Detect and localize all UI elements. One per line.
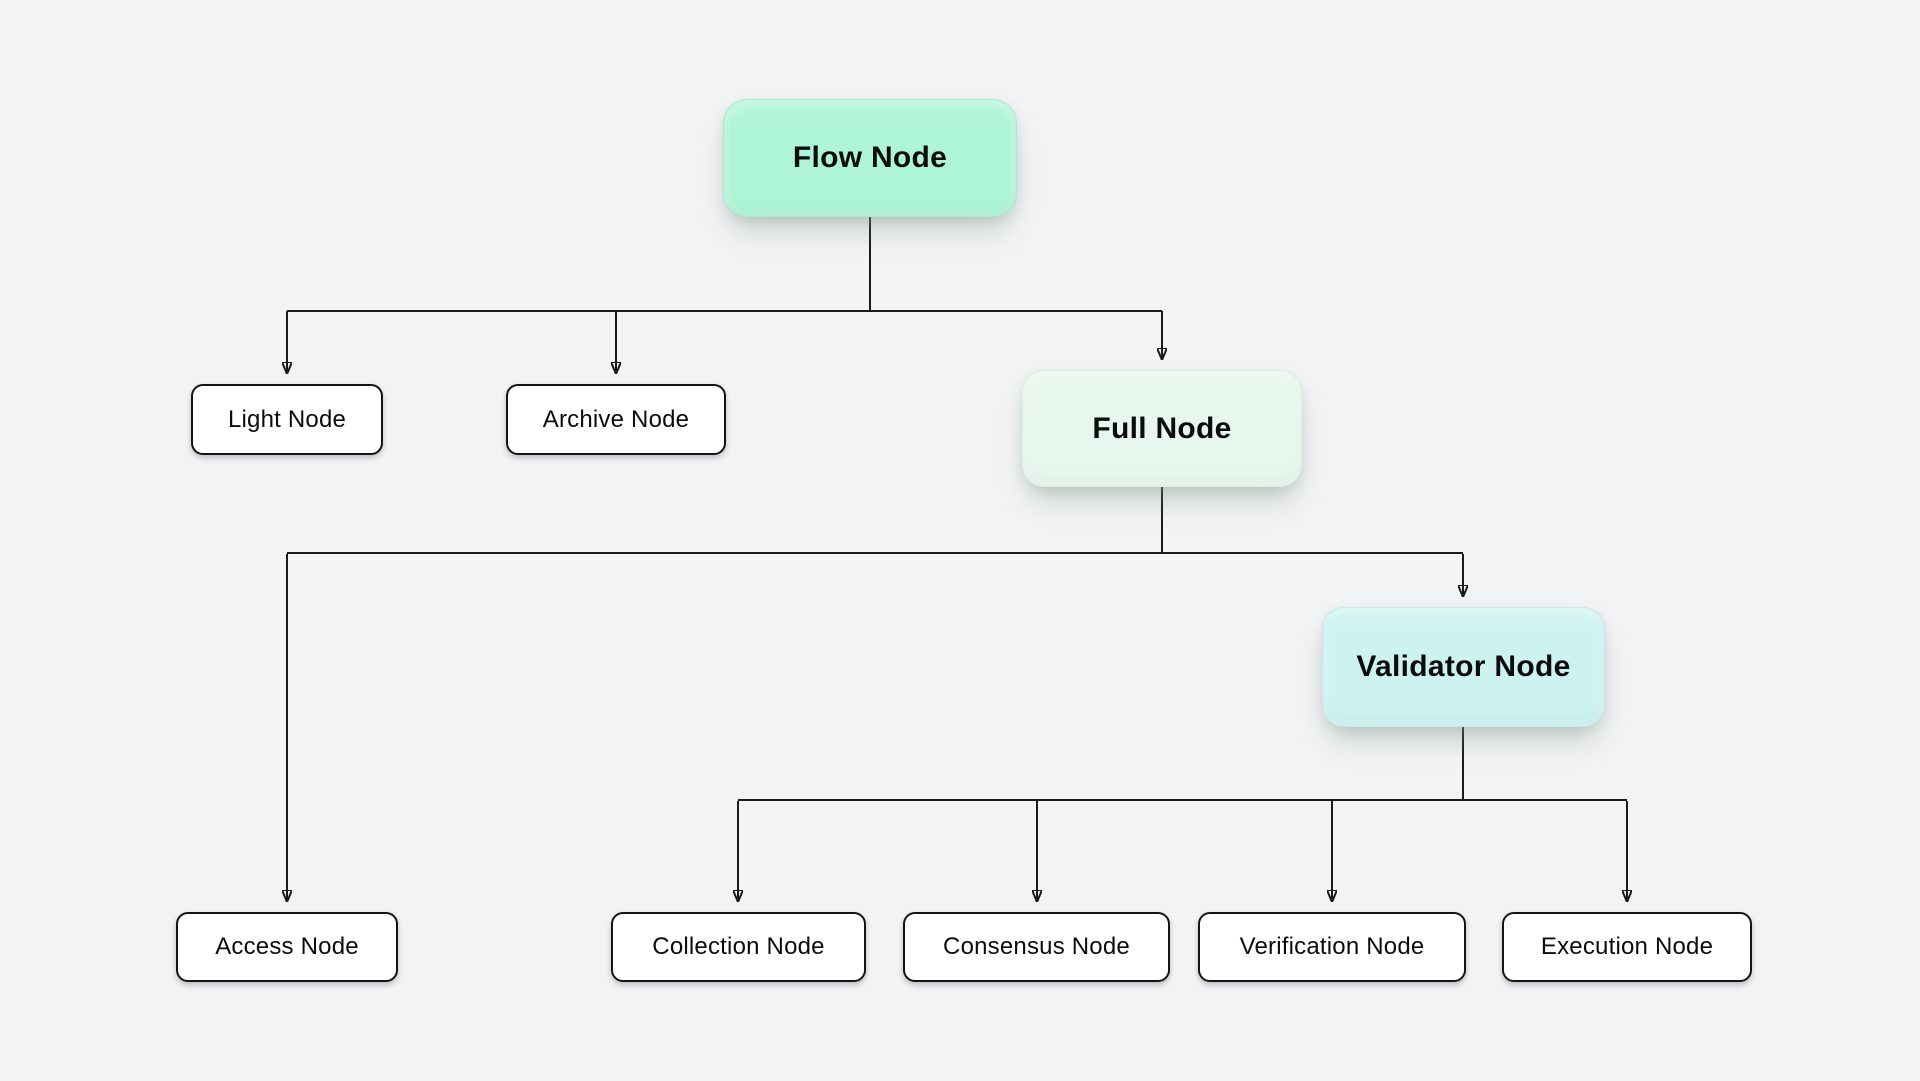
node-consensus: Consensus Node <box>903 912 1170 982</box>
node-access: Access Node <box>176 912 398 982</box>
node-validator: Validator Node <box>1322 607 1605 727</box>
node-full: Full Node <box>1022 370 1302 487</box>
node-execution: Execution Node <box>1502 912 1752 982</box>
node-flow: Flow Node <box>723 99 1017 217</box>
node-full-label: Full Node <box>1092 411 1232 445</box>
node-archive: Archive Node <box>506 384 726 455</box>
node-light: Light Node <box>191 384 383 455</box>
node-execution-label: Execution Node <box>1540 933 1714 960</box>
node-access-label: Access Node <box>215 933 359 960</box>
node-consensus-label: Consensus Node <box>943 933 1130 960</box>
node-archive-label: Archive Node <box>542 405 690 433</box>
node-light-label: Light Node <box>227 405 347 433</box>
node-verification: Verification Node <box>1198 912 1466 982</box>
node-collection: Collection Node <box>611 912 866 982</box>
node-collection-label: Collection Node <box>652 933 825 960</box>
node-verification-label: Verification Node <box>1239 933 1425 960</box>
node-flow-label: Flow Node <box>792 141 948 174</box>
node-validator-label: Validator Node <box>1356 650 1571 683</box>
